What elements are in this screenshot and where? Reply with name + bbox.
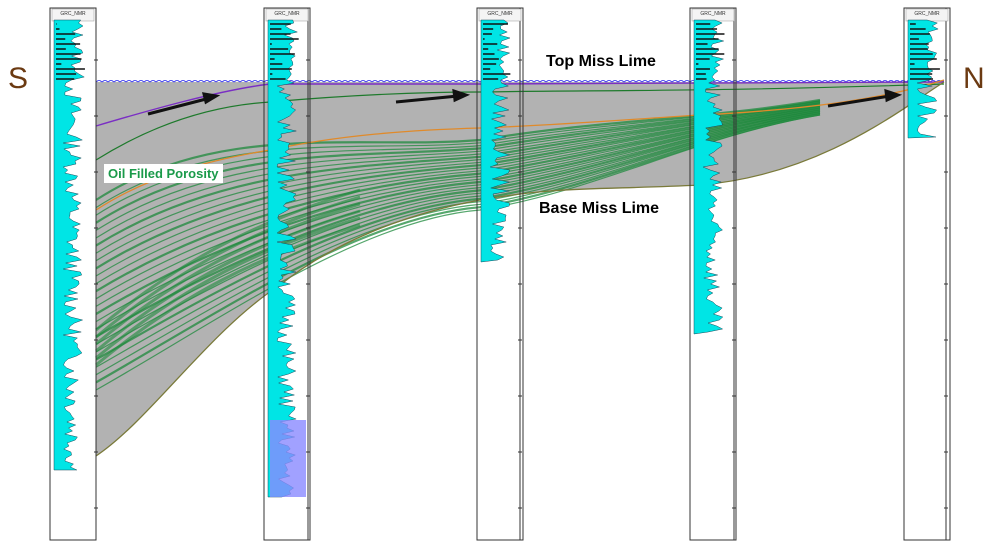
well-track: GRC_NMR (49, 7, 98, 541)
north-label: N (963, 62, 985, 95)
oil-streak (95, 223, 361, 367)
oil-streak (95, 188, 361, 332)
well-track: GRC_NMR (263, 7, 311, 541)
oil-streak (95, 216, 361, 360)
oil-streak (95, 202, 361, 346)
well-curve-label: GRC_NMR (700, 11, 726, 17)
well-track: GRC_NMR (903, 7, 951, 541)
base-miss-lime-label: Base Miss Lime (539, 200, 660, 217)
oil-filled-porosity-label: Oil Filled Porosity (104, 164, 223, 183)
base-horizon-line (95, 81, 945, 457)
well-curve-label: GRC_NMR (60, 11, 86, 17)
dip-arrows (147, 88, 903, 116)
top-miss-lime-label: Top Miss Lime (546, 53, 656, 70)
oil-streak (95, 195, 361, 339)
oil-streak (95, 209, 361, 353)
well-track: GRC_NMR (689, 7, 737, 541)
well-track: GRC_NMR (476, 7, 524, 541)
well-curve-label: GRC_NMR (487, 11, 513, 17)
green-horizon-line (95, 83, 945, 161)
well-curve-label: GRC_NMR (914, 11, 940, 17)
south-label: S (8, 62, 29, 95)
well-logs: GRC_NMR GRC_NMR GRC_NMR GRC_NMR GRC_NMR (49, 7, 951, 541)
well-curve-label: GRC_NMR (274, 11, 300, 17)
orange-horizon-line (95, 79, 945, 211)
